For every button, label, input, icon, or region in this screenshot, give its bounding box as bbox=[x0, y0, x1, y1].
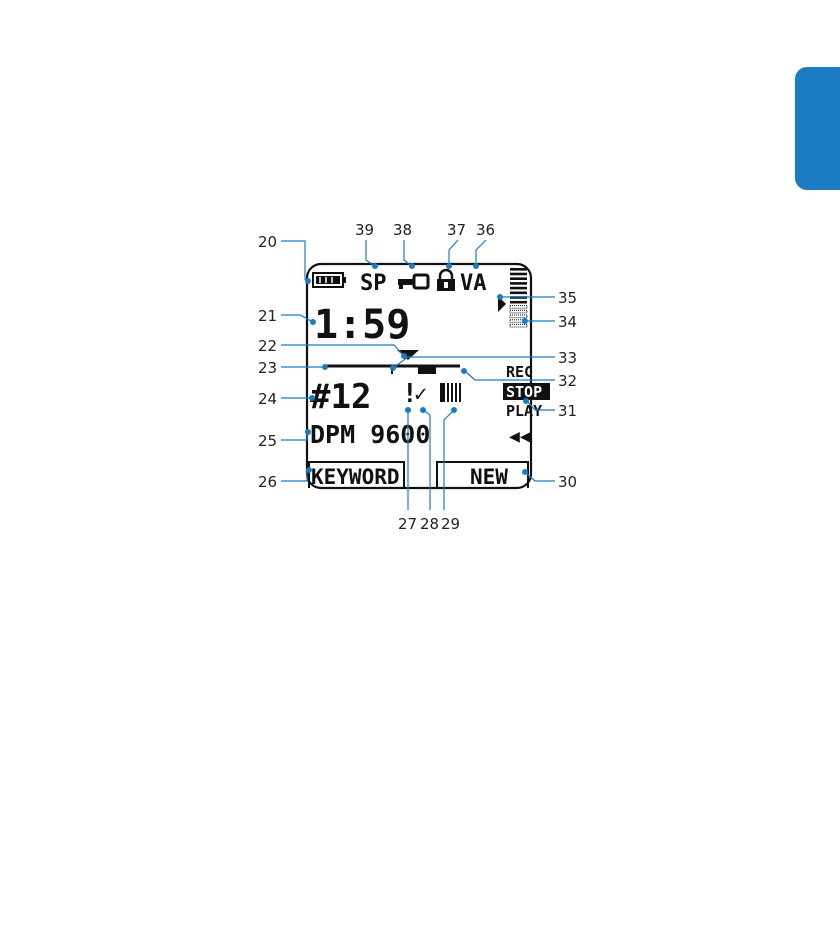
callout-33: 33 bbox=[558, 349, 577, 367]
callout-24: 24 bbox=[258, 390, 277, 408]
device-name: DPM 9600 bbox=[310, 420, 430, 449]
callout-21: 21 bbox=[258, 307, 277, 325]
callout-22: 22 bbox=[258, 337, 277, 355]
mode-rec: REC bbox=[506, 363, 533, 381]
level-bar-solid bbox=[510, 301, 527, 304]
level-bar-solid bbox=[510, 292, 527, 295]
mode-stop: STOP bbox=[506, 383, 542, 401]
eol-check-icon: ✓ bbox=[414, 382, 427, 407]
callout-23: 23 bbox=[258, 359, 277, 377]
voice-activation-label: VA bbox=[460, 271, 487, 296]
level-bar-solid bbox=[510, 268, 527, 271]
callout-35: 35 bbox=[558, 289, 577, 307]
level-bar-solid bbox=[510, 277, 527, 280]
callout-38: 38 bbox=[393, 221, 412, 239]
callout-36: 36 bbox=[476, 221, 495, 239]
callout-39: 39 bbox=[355, 221, 374, 239]
rewind-icon: ◀◀ bbox=[509, 426, 531, 447]
insert-block-icon bbox=[418, 365, 436, 374]
callout-20: 20 bbox=[258, 233, 277, 251]
callout-27: 27 bbox=[398, 515, 417, 533]
softkey-left-label[interactable]: KEYWORD bbox=[311, 465, 400, 489]
callout-37: 37 bbox=[447, 221, 466, 239]
level-bar-solid bbox=[510, 273, 527, 276]
callout-32: 32 bbox=[558, 372, 577, 390]
level-bar-solid bbox=[510, 287, 527, 290]
callout-26: 26 bbox=[258, 473, 277, 491]
mode-play: PLAY bbox=[506, 402, 542, 420]
time-display: 1:59 bbox=[314, 302, 410, 348]
callout-29: 29 bbox=[441, 515, 460, 533]
callout-30: 30 bbox=[558, 473, 577, 491]
callout-34: 34 bbox=[558, 313, 577, 331]
quality-label: SP bbox=[360, 271, 387, 296]
callout-25: 25 bbox=[258, 432, 277, 450]
level-bar-solid bbox=[510, 282, 527, 285]
file-number: #12 bbox=[310, 377, 371, 417]
callout-28: 28 bbox=[420, 515, 439, 533]
callout-31: 31 bbox=[558, 402, 577, 420]
softkey-right-label[interactable]: NEW bbox=[470, 465, 508, 489]
